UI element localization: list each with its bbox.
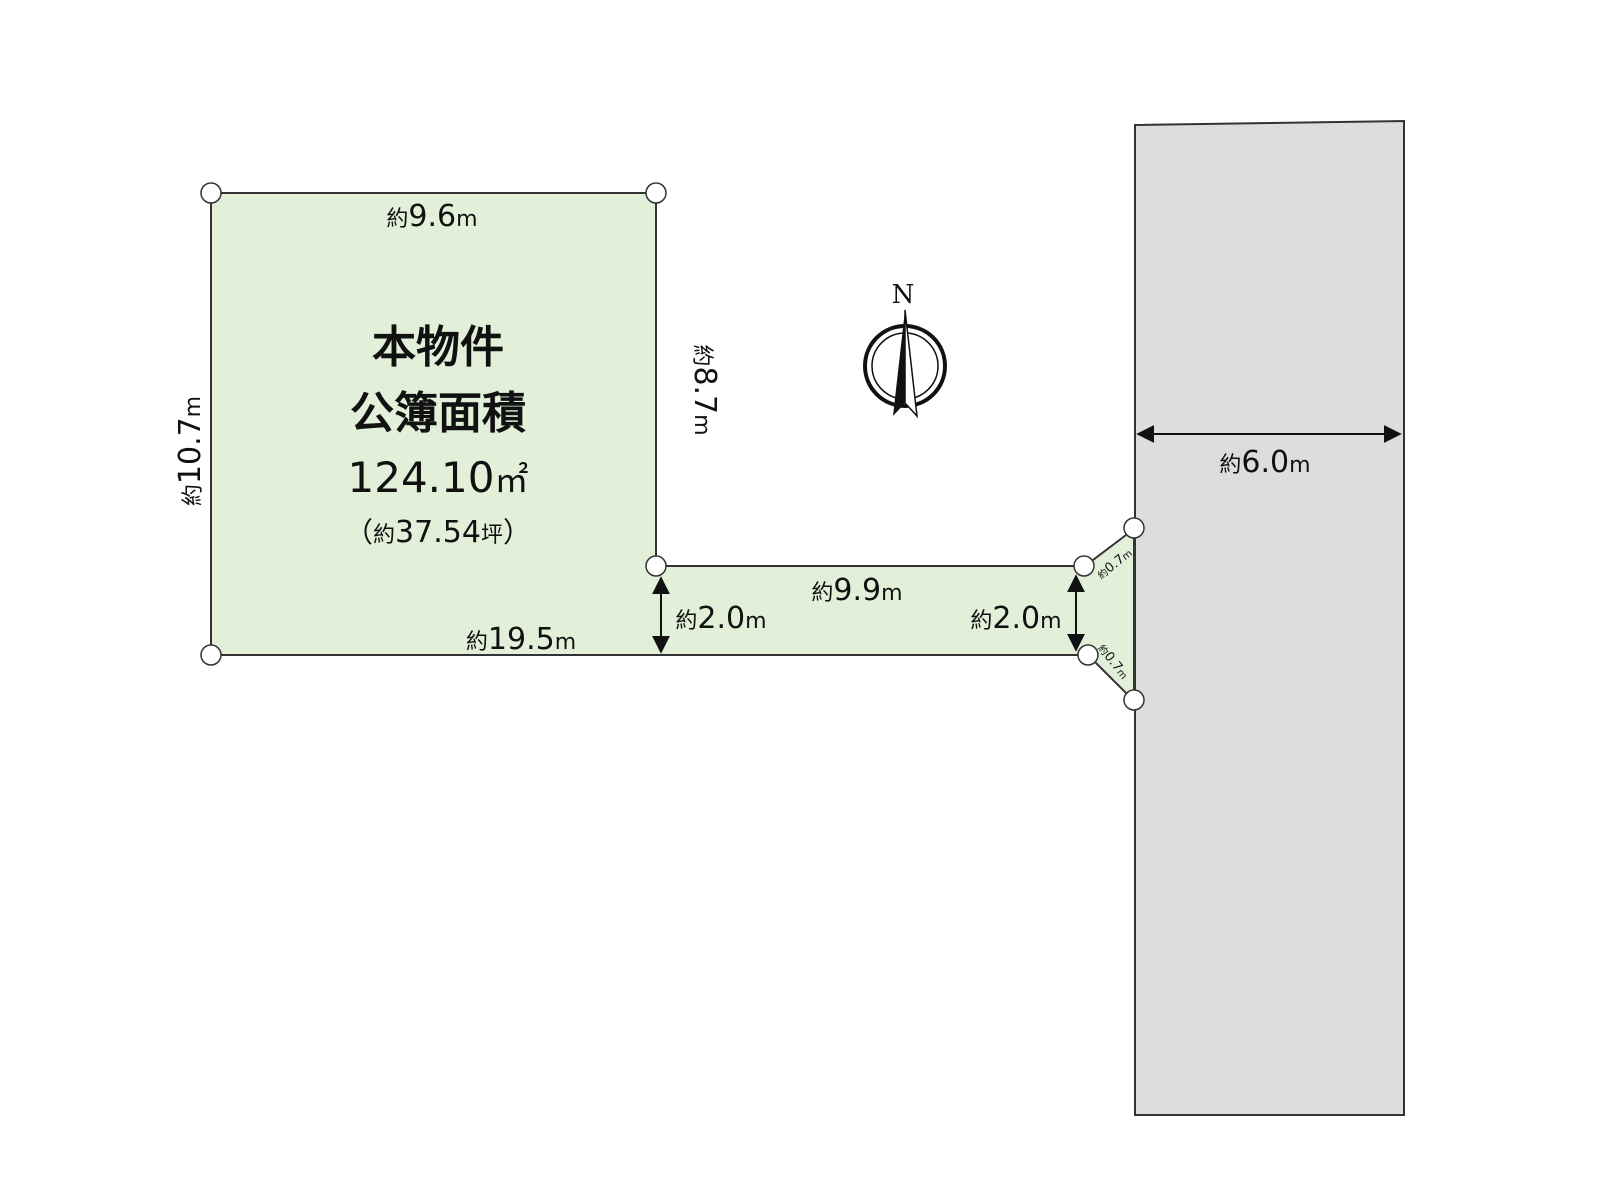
vertex-marker bbox=[1123, 689, 1145, 711]
dim-top: 約9.6m bbox=[386, 199, 477, 234]
vertex-marker bbox=[200, 182, 222, 204]
dim-passage-width-left: 約2.0m bbox=[675, 601, 766, 636]
vertex-marker bbox=[645, 182, 667, 204]
dim-road-width: 約6.0m bbox=[1219, 445, 1310, 480]
dim-passage-width-right: 約2.0m bbox=[970, 601, 1061, 636]
compass-label: N bbox=[892, 280, 915, 310]
dim-passage-length: 約9.9m bbox=[811, 573, 902, 608]
dim-inner-right: 約8.7m bbox=[687, 344, 722, 435]
lot-name: 本物件 bbox=[372, 322, 504, 373]
road bbox=[1134, 119, 1405, 1116]
vertex-marker bbox=[1077, 644, 1099, 666]
dim-left: 約10.7m bbox=[173, 396, 208, 506]
vertex-marker bbox=[645, 555, 667, 577]
vertex-marker bbox=[1073, 555, 1095, 577]
vertex-marker bbox=[1123, 517, 1145, 539]
area-label: 公簿面積 bbox=[350, 388, 526, 439]
dim-bottom: 約19.5m bbox=[466, 622, 576, 657]
north-arrow-icon: N bbox=[863, 280, 947, 419]
vertex-marker bbox=[200, 644, 222, 666]
area-value: 124.10㎡ bbox=[348, 453, 529, 502]
tsubo-value: （約37.54坪） bbox=[345, 515, 531, 550]
